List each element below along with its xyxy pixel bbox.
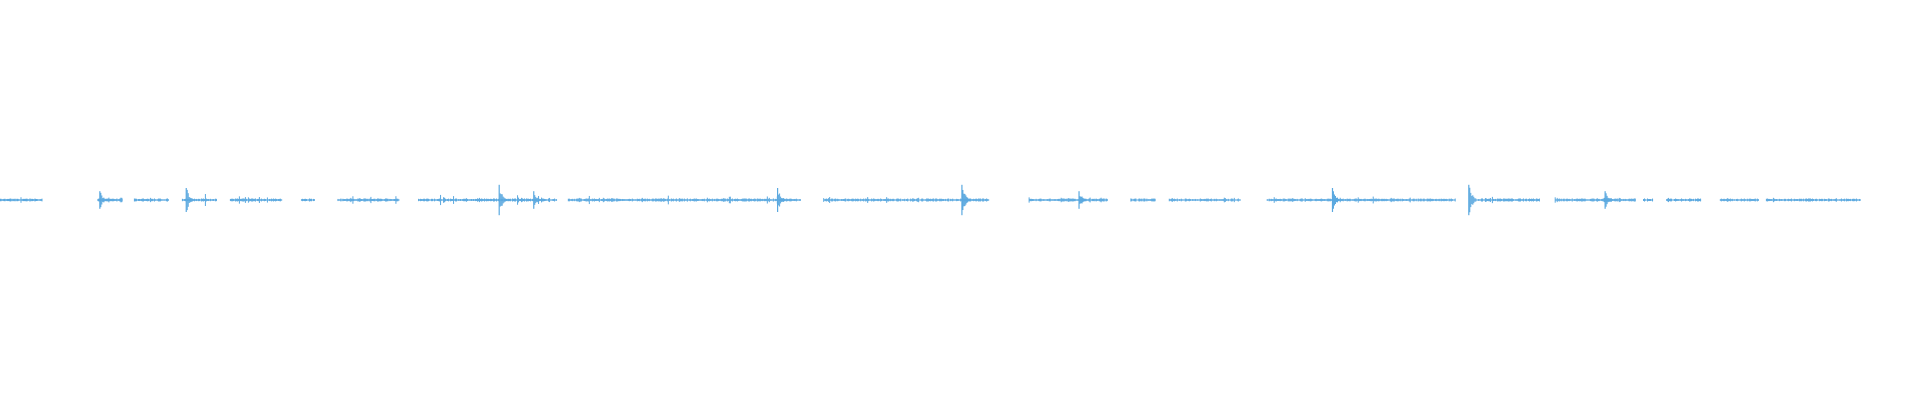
waveform-bars [0,184,1861,216]
